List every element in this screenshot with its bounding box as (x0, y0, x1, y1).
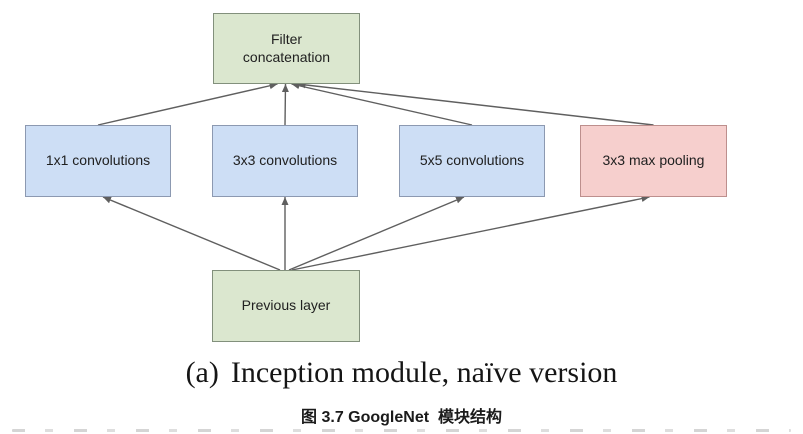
node-filter-concatenation: Filter concatenation (213, 13, 360, 84)
figure-letter: (a) (185, 356, 219, 389)
edge-arrow (291, 195, 650, 271)
figure-caption: (a) Inception module, naïve version (0, 356, 803, 390)
edge-arrow (281, 83, 289, 126)
figure-caption-chinese: 图 3.7 GoogleNet 模块结构 (301, 409, 502, 426)
edge-arrow (297, 81, 654, 126)
edge-arrow (102, 196, 281, 271)
node-1x1-convolutions: 1x1 convolutions (25, 125, 171, 197)
figure-title: Inception module, naïve version (230, 356, 618, 389)
node-5x5-convolutions: 5x5 convolutions (399, 125, 545, 197)
node-previous-layer: Previous layer (212, 270, 360, 342)
edge-arrow (291, 82, 473, 126)
edge-arrow (288, 196, 465, 271)
node-3x3-convolutions: 3x3 convolutions (212, 125, 358, 197)
cutoff-next-line-artifact (12, 429, 791, 432)
edge-arrow (97, 82, 278, 126)
edge-lines (97, 81, 654, 271)
node-3x3-max-pooling: 3x3 max pooling (580, 125, 727, 197)
